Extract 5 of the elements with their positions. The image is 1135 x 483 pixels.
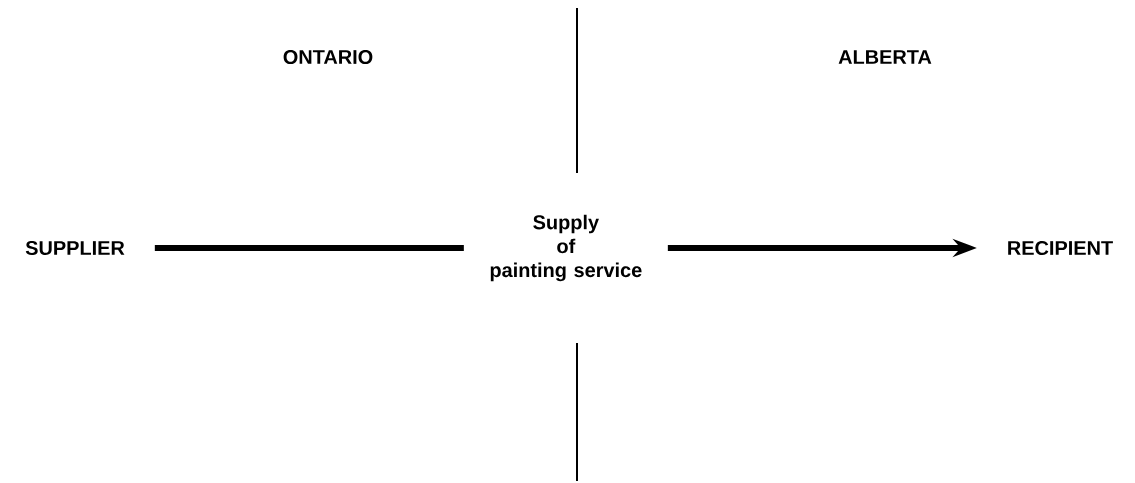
region-label: ONTARIO <box>283 49 373 65</box>
party-label: SUPPLIER <box>25 240 125 256</box>
edge-label: Supply of painting service <box>463 202 668 294</box>
party-label: RECIPIENT <box>1008 240 1113 256</box>
region-label: ALBERTA <box>838 50 932 64</box>
